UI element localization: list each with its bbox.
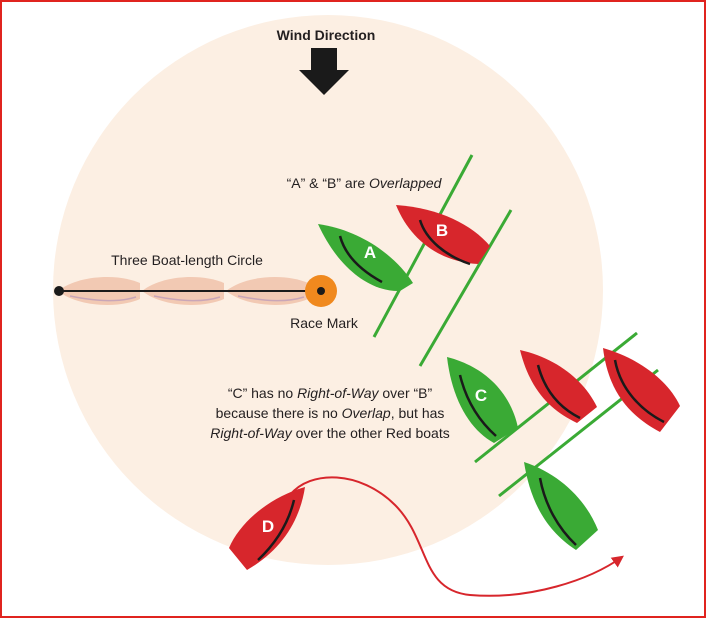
boat-a-label: A (364, 243, 376, 262)
radius-endpoint (54, 286, 64, 296)
overlap-note: “A” & “B” are Overlapped (287, 175, 443, 191)
overlap-line-a (372, 154, 474, 338)
c-note: “C” has no Right-of-Way over “B” because… (210, 385, 449, 441)
overlap-line-b (418, 209, 513, 367)
red-boat-3 (603, 348, 680, 432)
boat-d-course-arrow (289, 476, 624, 597)
c-note-line-2: because there is no Overlap, but has (216, 405, 445, 421)
green-boat-2 (524, 462, 598, 550)
boat-c: C (447, 357, 518, 443)
boat-a: A (318, 224, 413, 292)
boat-length-ruler (54, 277, 321, 305)
boat-c-label: C (475, 386, 487, 405)
red-boat-2 (520, 350, 597, 423)
down-arrow-icon (299, 48, 349, 95)
c-note-line-3: Right-of-Way over the other Red boats (210, 425, 449, 441)
boat-d-label: D (262, 517, 274, 536)
circle-label: Three Boat-length Circle (111, 252, 263, 268)
mark-center (317, 287, 325, 295)
wind-direction-label: Wind Direction (277, 27, 376, 43)
boat-b-label: B (436, 221, 448, 240)
c-note-line-1: “C” has no Right-of-Way over “B” (228, 385, 433, 401)
boat-b: B (396, 205, 490, 266)
race-mark-label: Race Mark (290, 315, 359, 331)
boat-d: D (229, 487, 305, 570)
